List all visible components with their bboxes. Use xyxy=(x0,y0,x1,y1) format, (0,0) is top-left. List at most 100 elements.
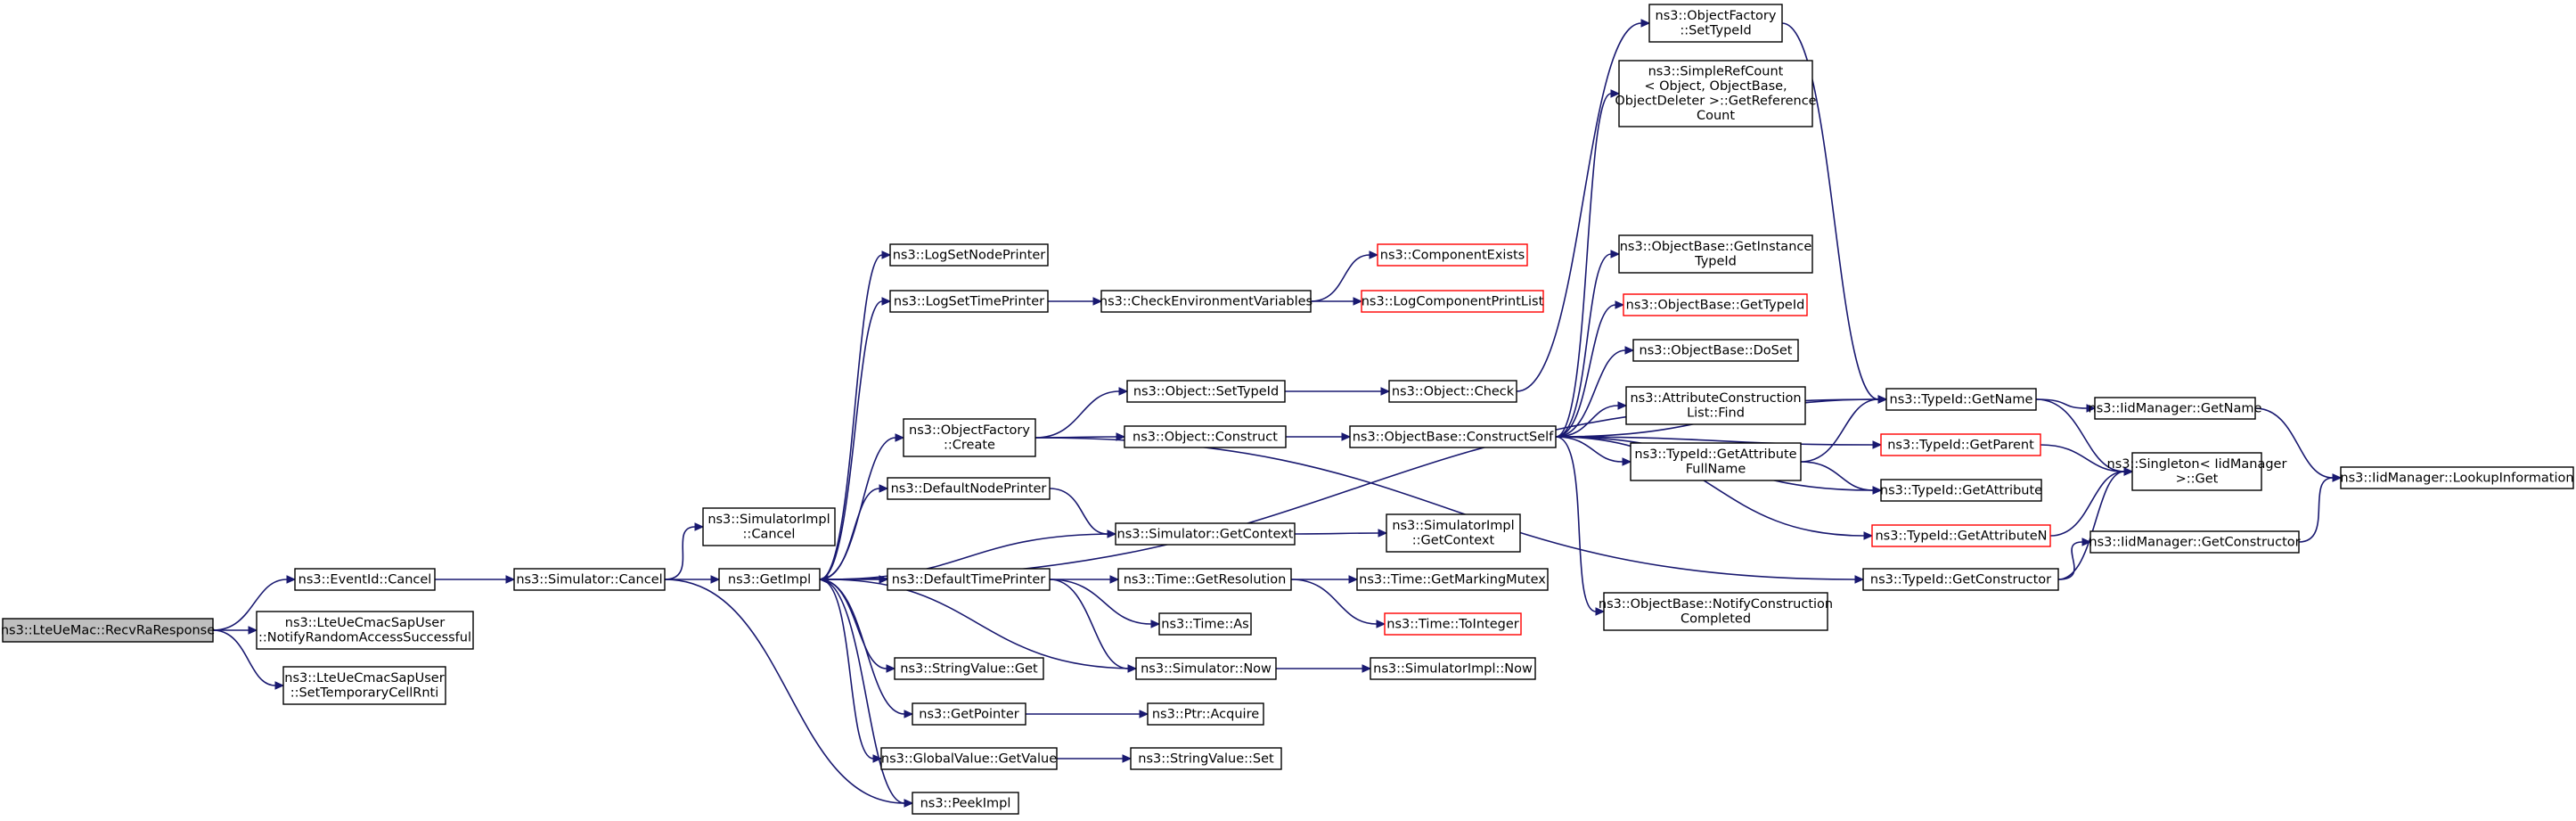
function-node[interactable]: ns3::Ptr::Acquire xyxy=(1147,702,1264,726)
function-node[interactable]: ns3::TypeId::GetName xyxy=(1885,388,2037,411)
node-box xyxy=(1147,702,1264,726)
node-box xyxy=(2,618,214,643)
function-node[interactable]: ns3::StringValue::Set xyxy=(1130,747,1282,770)
node-label: TypeId xyxy=(1694,255,1737,269)
function-node[interactable]: ns3::ObjectBase::DoSet xyxy=(1632,339,1799,362)
function-node[interactable]: ns3::TypeId::GetParent xyxy=(1880,433,2041,456)
call-edge xyxy=(1555,436,1606,616)
function-node[interactable]: ns3::LogSetTimePrinter xyxy=(889,290,1049,313)
function-node[interactable]: ns3::SimulatorImpl::GetContext xyxy=(1386,513,1521,553)
function-node[interactable]: ns3::LogComponentPrintList xyxy=(1361,290,1544,313)
node-label: ns3::ObjectFactory xyxy=(909,423,1030,438)
call-edge xyxy=(212,575,297,631)
function-node[interactable]: ns3::Simulator::GetContext xyxy=(1115,522,1296,546)
call-edge xyxy=(1290,575,1359,584)
node-label: ns3::Object::SetTypeId xyxy=(1133,384,1279,398)
function-node[interactable]: ns3::Time::GetMarkingMutex xyxy=(1356,568,1549,591)
node-label: ns3::TypeId::GetAttribute xyxy=(1880,483,2042,497)
function-node[interactable]: ns3::Object::Check xyxy=(1388,380,1517,403)
node-box xyxy=(1648,4,1783,43)
node-label: ns3::CheckEnvironmentVariables xyxy=(1100,294,1313,308)
function-node[interactable]: ns3::ObjectFactory::SetTypeId xyxy=(1648,4,1783,43)
node-box xyxy=(1361,290,1544,313)
function-node[interactable]: ns3::DefaultNodePrinter xyxy=(887,477,1051,500)
function-node[interactable]: ns3::SimpleRefCount< Object, ObjectBase,… xyxy=(1615,60,1817,127)
node-label: ns3::IidManager::GetName xyxy=(2089,401,2262,415)
function-node[interactable]: ns3::GetPointer xyxy=(912,702,1026,726)
node-label: ns3::Singleton< IidManager xyxy=(2107,457,2287,472)
node-box xyxy=(894,657,1044,680)
node-label: ns3::PeekImpl xyxy=(920,796,1011,810)
function-node[interactable]: ns3::ComponentExists xyxy=(1377,243,1528,267)
function-node[interactable]: ns3::IidManager::LookupInformation xyxy=(2340,466,2574,489)
function-node[interactable]: ns3::Simulator::Now xyxy=(1135,657,1277,680)
function-node[interactable]: ns3::LteUeMac::RecvRaResponse xyxy=(1,618,215,643)
call-edge xyxy=(1555,401,1628,438)
function-node[interactable]: ns3::Object::SetTypeId xyxy=(1126,380,1286,403)
call-edge xyxy=(819,579,914,718)
function-node[interactable]: ns3::TypeId::GetConstructor xyxy=(1862,568,2059,591)
function-node[interactable]: ns3::CheckEnvironmentVariables xyxy=(1100,290,1313,313)
function-node[interactable]: ns3::TypeId::GetAttributeN xyxy=(1871,524,2051,547)
node-label: ns3::TypeId::GetConstructor xyxy=(1870,572,2051,587)
node-box xyxy=(1135,657,1277,680)
function-node[interactable]: ns3::TypeId::GetAttribute xyxy=(1880,479,2042,502)
node-label: ns3::ObjectBase::DoSet xyxy=(1640,343,1793,357)
function-node[interactable]: ns3::IidManager::GetConstructor xyxy=(2089,530,2301,554)
function-node[interactable]: ns3::DefaultTimePrinter xyxy=(887,568,1051,591)
function-node[interactable]: ns3::Simulator::Cancel xyxy=(513,568,666,591)
function-node[interactable]: ns3::Singleton< IidManager >::Get xyxy=(2107,452,2287,491)
node-box xyxy=(1871,524,2051,547)
node-label: ns3::ObjectBase::GetTypeId xyxy=(1626,298,1805,312)
node-box xyxy=(889,290,1049,313)
node-label: FullName xyxy=(1686,463,1746,477)
function-node[interactable]: ns3::GetImpl xyxy=(718,568,821,591)
node-box xyxy=(912,792,1019,815)
function-node[interactable]: ns3::LteUeCmacSapUser::NotifyRandomAcces… xyxy=(256,611,474,650)
function-node[interactable]: ns3::LogSetNodePrinter xyxy=(889,243,1049,267)
function-node[interactable]: ns3::Time::GetResolution xyxy=(1117,568,1292,591)
function-node[interactable]: ns3::Time::ToInteger xyxy=(1384,612,1522,636)
node-box xyxy=(1115,522,1296,546)
node-label: ns3::LogComponentPrintList xyxy=(1362,294,1544,308)
call-edge xyxy=(1800,461,1883,495)
node-box xyxy=(1130,747,1282,770)
node-label: Count xyxy=(1697,109,1735,123)
node-box xyxy=(2131,452,2262,491)
node-label: ns3::ObjectBase::NotifyConstruction xyxy=(1599,597,1833,612)
call-edge xyxy=(818,575,1137,669)
node-label: ns3::Ptr::Acquire xyxy=(1152,707,1259,721)
call-edge xyxy=(819,484,889,580)
call-edge xyxy=(212,629,285,690)
node-label: < Object, ObjectBase, xyxy=(1644,79,1787,94)
function-node[interactable]: ns3::ObjectBase::GetTypeId xyxy=(1623,293,1808,316)
node-box xyxy=(282,666,446,705)
function-node[interactable]: ns3::StringValue::Get xyxy=(894,657,1044,680)
function-node[interactable]: ns3::SimulatorImpl::Cancel xyxy=(702,507,836,546)
function-node[interactable]: ns3::ObjectBase::ConstructSelf xyxy=(1349,425,1557,448)
node-box xyxy=(887,477,1051,500)
node-box xyxy=(1618,234,1813,274)
node-box xyxy=(2094,397,2256,420)
function-node[interactable]: ns3::LteUeCmacSapUser::SetTemporaryCellR… xyxy=(282,666,446,705)
call-edge xyxy=(1286,432,1352,441)
call-edge xyxy=(664,579,914,808)
node-label: ns3::Time::As xyxy=(1161,617,1248,631)
function-node[interactable]: ns3::PeekImpl xyxy=(912,792,1019,815)
function-node[interactable]: ns3::GlobalValue::GetValue xyxy=(880,747,1058,770)
call-edge xyxy=(2049,467,2134,537)
function-node[interactable]: ns3::ObjectBase::NotifyConstructionCompl… xyxy=(1599,592,1833,631)
call-edge xyxy=(1555,346,1635,438)
node-label: ns3::GetImpl xyxy=(728,572,811,587)
function-node[interactable]: ns3::EventId::Cancel xyxy=(294,568,436,591)
function-node[interactable]: ns3::ObjectFactory::Create xyxy=(903,418,1036,457)
function-node[interactable]: ns3::SimulatorImpl::Now xyxy=(1370,657,1536,680)
function-node[interactable]: ns3::IidManager::GetName xyxy=(2089,397,2262,420)
function-node[interactable]: ns3::Object::Construct xyxy=(1124,425,1287,448)
node-box xyxy=(1880,479,2042,502)
function-node[interactable]: ns3::Time::As xyxy=(1158,612,1252,636)
node-label: >::Get xyxy=(2176,472,2219,487)
